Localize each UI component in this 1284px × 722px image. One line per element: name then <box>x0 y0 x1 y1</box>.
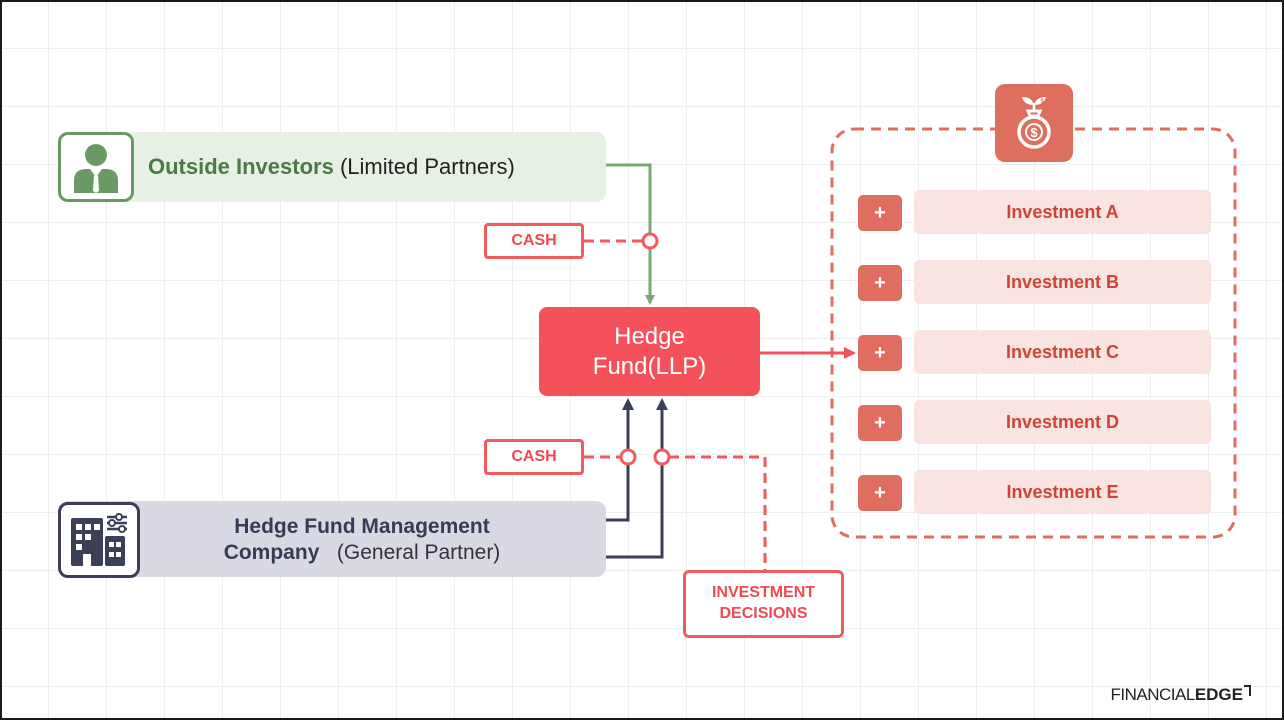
cash-gp-junction <box>619 448 637 466</box>
brand-corner-mark <box>1244 685 1251 696</box>
investor-role: (Limited Partners) <box>339 154 515 179</box>
investment-e-marker: + <box>858 475 902 511</box>
decisions-line2: DECISIONS <box>719 605 808 622</box>
hedge-fund-line2: Fund(LLP) <box>592 352 707 380</box>
decision-dashed-line <box>669 455 767 570</box>
management-icon-frame <box>58 502 140 578</box>
investment-c: Investment C <box>914 330 1211 374</box>
investment-b: Investment B <box>914 260 1211 304</box>
investor-label: Outside Investors (Limited Partners) <box>148 132 598 202</box>
investment-a-marker: + <box>858 195 902 231</box>
investor-name: Outside Investors <box>148 154 334 179</box>
decision-junction <box>653 448 671 466</box>
svg-text:$: $ <box>1041 99 1045 105</box>
cash-in-junction <box>641 232 659 250</box>
management-line2: Company (General Partner) <box>224 540 501 566</box>
decisions-line1: INVESTMENT <box>711 584 816 602</box>
management-line1: Hedge Fund Management <box>234 514 490 538</box>
person-in-suit-icon <box>74 144 118 193</box>
brand-bold: EDGE <box>1194 685 1243 704</box>
svg-text:$: $ <box>1030 125 1038 140</box>
investment-d-marker: + <box>858 405 902 441</box>
investment-decisions-label: INVESTMENT DECISIONS <box>683 570 844 638</box>
management-company: Company <box>223 541 320 564</box>
investment-e: Investment E <box>914 470 1211 514</box>
investment-b-marker: + <box>858 265 902 301</box>
gp-cash-line <box>606 398 634 522</box>
investment-d: Investment D <box>914 400 1211 444</box>
financial-edge-logo: FINANCIAL EDGE <box>1062 682 1252 708</box>
hedge-fund-line1: Hedge <box>614 322 685 350</box>
investor-to-fund-line <box>606 163 655 305</box>
gp-decision-line <box>606 398 668 559</box>
cash-in-label: CASH <box>484 223 584 259</box>
investor-bar <box>58 132 606 202</box>
office-building-icon <box>71 513 127 566</box>
investor-icon-frame <box>58 132 134 202</box>
management-label: Hedge Fund Management Company (General P… <box>152 507 572 573</box>
investment-c-marker: + <box>858 335 902 371</box>
brand-light: FINANCIAL <box>1110 685 1196 704</box>
management-role: (General Partner) <box>336 541 501 564</box>
investments-icon-frame: $ $ <box>995 84 1073 162</box>
hedge-fund-box: Hedge Fund(LLP) <box>539 307 760 396</box>
cash-gp-label: CASH <box>484 439 584 475</box>
management-bar <box>58 501 606 577</box>
money-bag-plant-icon: $ $ <box>1017 97 1051 149</box>
investment-a: Investment A <box>914 190 1211 234</box>
